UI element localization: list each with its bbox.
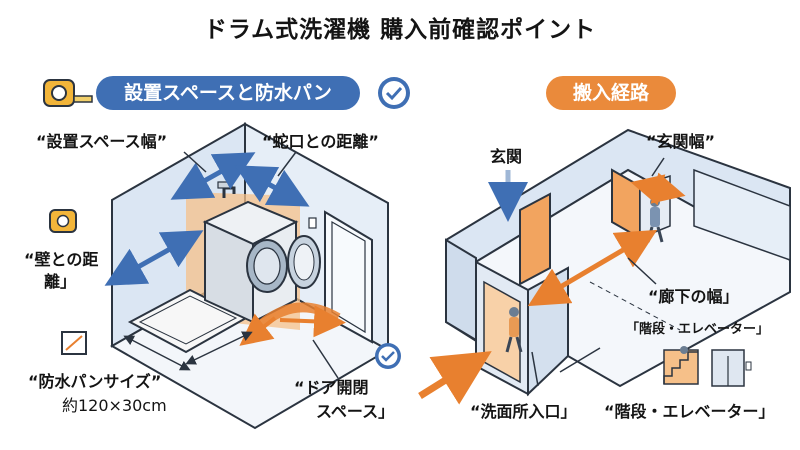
tape-measure-small-icon <box>49 209 77 233</box>
delivery-route-illustration <box>418 128 791 405</box>
label-faucet-distance: “蛇口との距離” <box>262 132 379 151</box>
label-pan-size: “防水パンサイズ” <box>28 372 162 391</box>
label-space-width: “設置スペース幅” <box>36 132 168 151</box>
stairs-icon <box>663 346 699 385</box>
label-entrance: 玄関 <box>490 147 523 166</box>
section-header-delivery-route: 搬入経路 <box>546 76 676 110</box>
label-wall-distance-line1: “壁との距 <box>24 250 99 269</box>
laundry-room-illustration <box>104 122 391 430</box>
check-small-icon <box>375 343 401 369</box>
elevator-icon <box>711 349 752 387</box>
tape-measure-icon <box>43 79 93 107</box>
page-title: ドラム式洗濯機 購入前確認ポイント <box>203 17 597 43</box>
label-pan-size-value: 約120×30cm <box>62 396 167 415</box>
label-stairs-elevator: “階段・エレベーター」 <box>604 402 775 421</box>
label-washroom-entrance: “洗面所入口」 <box>470 402 577 421</box>
label-entrance-width: “玄関幅” <box>646 132 716 151</box>
label-door-space-line2: スペース」 <box>316 402 395 421</box>
size-frame-icon <box>61 331 87 355</box>
check-icon <box>378 77 410 109</box>
label-wall-distance-line2: 離」 <box>44 272 77 291</box>
label-stairs-small: 「階段・エレベーター」 <box>626 322 770 337</box>
label-door-space-line1: “ドア開閉 <box>294 378 369 397</box>
section-header-installation: 設置スペースと防水パン <box>96 76 360 110</box>
label-hallway-width: “廊下の幅」 <box>648 287 739 306</box>
